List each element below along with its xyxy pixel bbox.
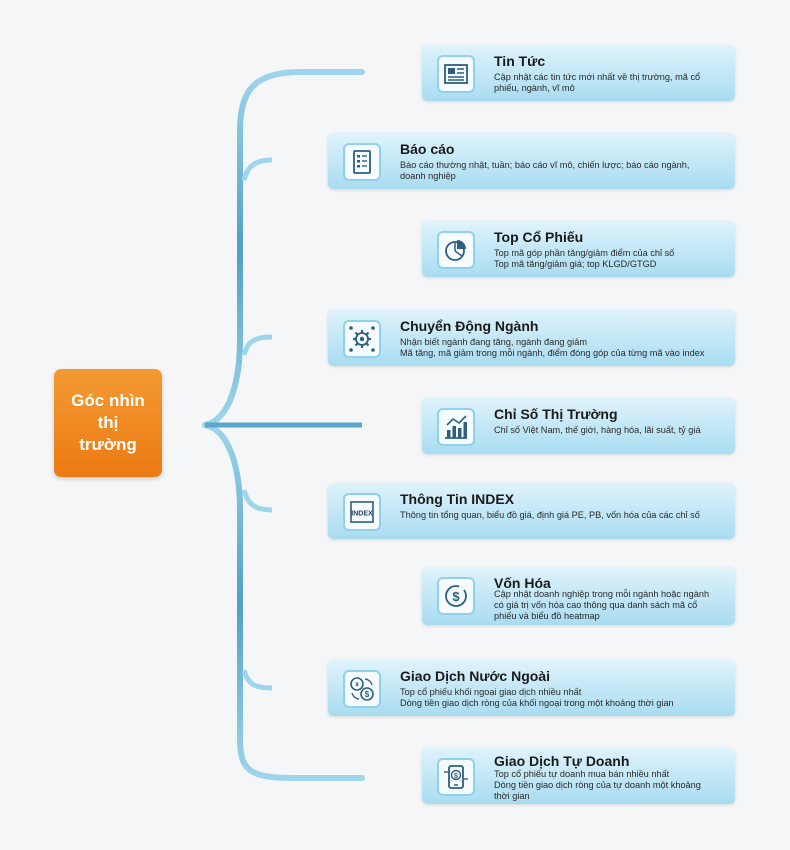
node-von-hoa: $ Vốn Hóa Cập nhật doanh nghiệp trong mỗ… (422, 567, 735, 625)
report-document-icon (343, 143, 381, 181)
node-title: Giao Dịch Nước Ngoài (400, 668, 551, 684)
node-title: Chỉ Số Thị Trường (494, 406, 618, 422)
node-description: Top cổ phiếu tự doanh mua bán nhiều nhất… (494, 769, 701, 802)
node-thong-tin-index: INDEX Thông Tin INDEX Thông tin tổng qua… (328, 483, 735, 539)
root-label: Góc nhìn thị trường (71, 391, 145, 454)
node-giao-dich-tu-doanh: $ Giao Dịch Tự Doanh Top cổ phiếu tự doa… (422, 748, 735, 804)
branch-4 (241, 334, 273, 356)
node-description: Chỉ số Việt Nam, thế giới, hàng hóa, lãi… (494, 425, 701, 435)
svg-text:$: $ (365, 690, 370, 699)
node-description: Top cổ phiếu khối ngoại giao dịch nhiều … (400, 687, 674, 709)
brace-lower (202, 422, 365, 781)
node-description: Báo cáo thường nhật, tuần; báo cáo vĩ mô… (400, 160, 690, 182)
newspaper-icon (437, 55, 475, 93)
node-giao-dich-nuoc-ngoai: ¥ $ Giao Dịch Nước Ngoài Top cổ phiếu kh… (328, 660, 735, 716)
node-title: Báo cáo (400, 141, 455, 157)
index-icon: INDEX (343, 493, 381, 531)
node-title: Top Cổ Phiếu (494, 229, 584, 245)
svg-text:¥: ¥ (355, 683, 359, 689)
node-description: Cập nhật doanh nghiệp trong mỗi ngành ho… (494, 589, 710, 622)
node-chuyen-dong-nganh: Chuyển Động Ngành Nhận biết ngành đang t… (328, 310, 735, 366)
node-description: Cập nhật các tin tức mới nhất về thị trư… (494, 72, 701, 94)
gear-network-icon (343, 320, 381, 358)
node-tin-tuc: Tin Tức Cập nhật các tin tức mới nhất về… (422, 45, 735, 101)
branch-6 (241, 489, 273, 513)
node-title: Giao Dịch Tự Doanh (494, 753, 630, 769)
node-chi-so-thi-truong: Chỉ Số Thị Trường Chỉ số Việt Nam, thế g… (422, 398, 735, 454)
node-title: Vốn Hóa (494, 575, 551, 591)
dollar-cycle-icon: $ (437, 577, 475, 615)
pie-chart-icon (437, 231, 475, 269)
node-description: Thông tin tổng quan, biểu đồ giá, định g… (400, 510, 700, 520)
node-bao-cao: Báo cáo Báo cáo thường nhật, tuần; báo c… (328, 133, 735, 189)
node-title: Tin Tức (494, 53, 546, 69)
brace-upper (202, 69, 365, 428)
branch-2 (241, 157, 273, 181)
node-description: Nhận biết ngành đang tăng, ngành đang gi… (400, 337, 705, 359)
node-description: Top mã góp phần tăng/giảm điểm của chỉ s… (494, 248, 675, 270)
bar-chart-trend-icon (437, 408, 475, 446)
node-title: Chuyển Động Ngành (400, 318, 539, 334)
currency-exchange-icon: ¥ $ (343, 670, 381, 708)
phone-dollar-icon: $ (437, 758, 475, 796)
root-node: Góc nhìn thị trường (54, 369, 162, 477)
node-top-co-phieu: Top Cổ Phiếu Top mã góp phần tăng/giảm đ… (422, 221, 735, 277)
branch-8 (241, 669, 273, 691)
svg-text:$: $ (454, 773, 458, 780)
node-title: Thông Tin INDEX (400, 491, 515, 507)
svg-text:$: $ (452, 589, 460, 604)
svg-text:INDEX: INDEX (351, 511, 373, 518)
